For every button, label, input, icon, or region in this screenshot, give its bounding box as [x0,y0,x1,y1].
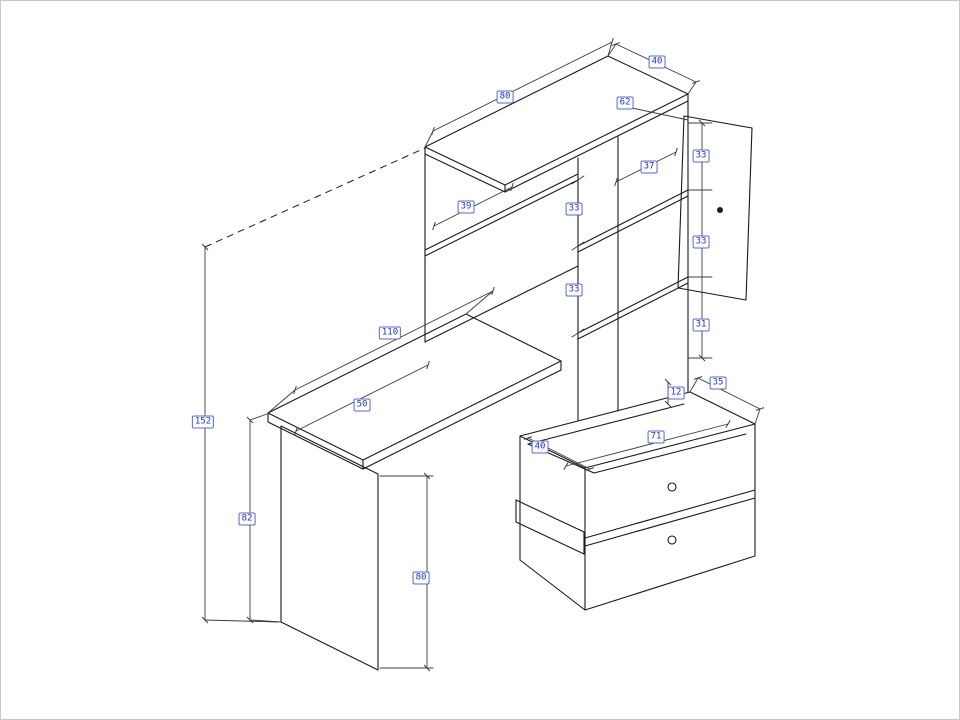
cabinet-door [677,115,753,301]
dimension-label-door-height: 62 [616,96,634,110]
dimension-label-drawer-rim-height: 12 [667,386,685,400]
dimension-label-shelf-depth: 39 [457,200,475,214]
hutch-shelf-section [424,153,579,422]
dimension-label-cabinet-upper-gap: 33 [692,149,710,163]
dimension-label-drawer-width: 71 [647,430,665,444]
door-knob-icon [717,207,723,213]
dimension-label-cabinet-middle-gap: 33 [692,235,710,249]
dimension-label-desk-length: 110 [378,326,402,340]
open-drawer [515,499,585,555]
dimension-label-hutch-top-width: 80 [496,90,514,104]
dimension-label-side-panel-height: 80 [412,571,430,585]
dimension-label-shelf-gap-lower: 33 [565,283,583,297]
dimension-label-desktop-height: 82 [238,512,256,526]
dimension-label-total-height: 152 [191,415,215,429]
drawer-knob-top [667,482,677,492]
dimension-label-drawer-unit-depth: 35 [709,376,727,390]
desk-side-panel [280,425,379,671]
dimension-lines [201,37,765,672]
desk-top [267,313,562,470]
dimension-label-desk-depth: 50 [353,398,371,412]
dimension-label-hutch-top-depth: 40 [648,55,666,69]
drawer-knob-bottom [667,535,677,545]
dimension-label-cabinet-shelf-width: 37 [640,160,658,174]
dimension-label-shelf-gap-upper: 33 [565,202,583,216]
dimension-label-cabinet-lower-gap: 31 [692,318,710,332]
dimension-label-drawer-depth: 40 [531,440,549,454]
construction-line [204,147,426,248]
drawer-unit [519,391,756,611]
